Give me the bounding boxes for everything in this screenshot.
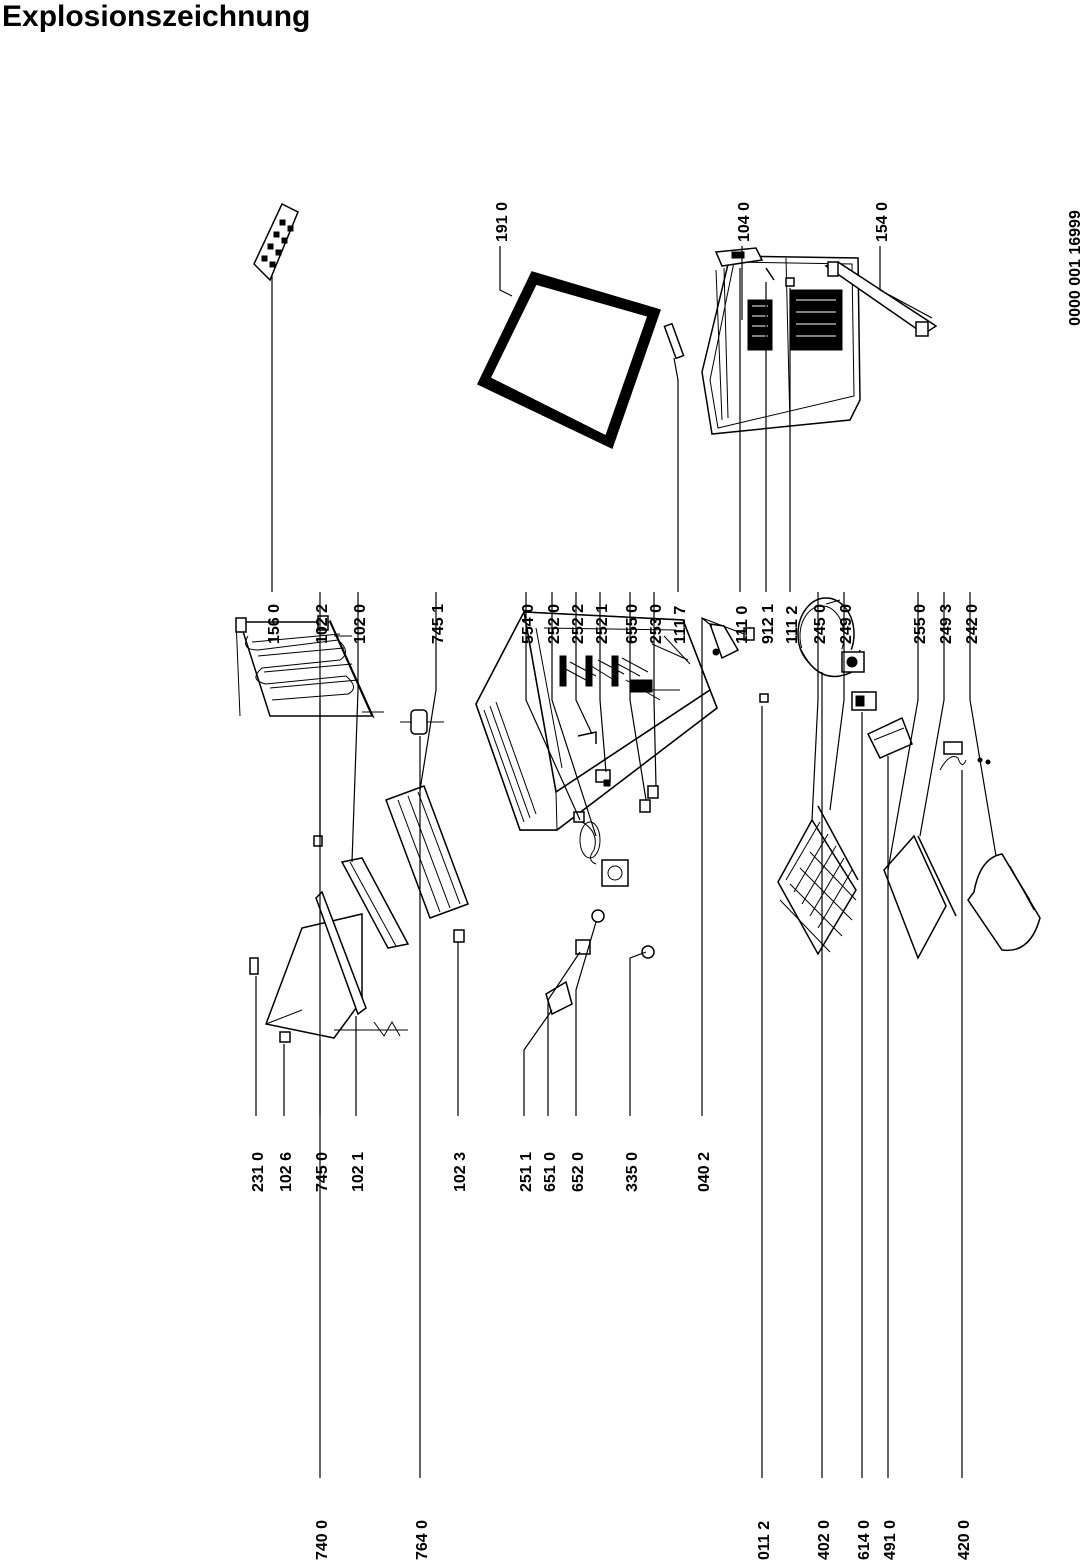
part-label: 102 6	[278, 1152, 295, 1192]
part-label: 764 0	[414, 1520, 431, 1560]
ice-tray-drawing	[253, 202, 299, 282]
part-label: 652 0	[570, 1152, 587, 1192]
evaporator-drawing	[249, 890, 408, 1043]
part-label: 011 2	[756, 1521, 773, 1560]
door-drawing	[701, 255, 861, 435]
hinge-plate-drawing	[714, 247, 795, 287]
power-cable-drawing	[939, 741, 991, 771]
document-number: 0000 001 16999	[1067, 210, 1083, 326]
part-label: 245 0	[812, 604, 829, 644]
leader-lines	[255, 246, 997, 1478]
door-gasket-drawing	[476, 271, 661, 450]
part-label: 191 0	[494, 202, 511, 242]
part-label: 554 0	[520, 604, 537, 644]
part-label: 104 0	[736, 202, 753, 242]
part-label: 249 3	[938, 604, 955, 644]
switch-parts-drawing	[577, 731, 659, 813]
part-label: 111 7	[672, 606, 689, 644]
part-label: 040 2	[696, 1152, 713, 1192]
relay-cover-drawing	[866, 716, 913, 759]
glass-shelf-drawing	[883, 834, 957, 960]
crisper-drawer-drawing	[967, 853, 1041, 952]
part-label: 335 0	[624, 1152, 641, 1192]
part-label: 231 0	[250, 1152, 267, 1192]
door-handle-drawing	[824, 261, 938, 337]
wire-shelf-drawing	[777, 805, 859, 956]
part-label: 740 0	[314, 1520, 331, 1560]
part-label: 111 0	[734, 606, 751, 644]
part-label: 912 1	[760, 604, 777, 644]
part-labels: 740 0 764 0 011 2 402 0 614 0 491 0 420 0 040 2…	[250, 202, 981, 1560]
compressor-drawing	[797, 597, 865, 678]
part-label: 651 0	[542, 1152, 559, 1192]
part-label: 242 0	[964, 604, 981, 644]
part-label: 111 2	[784, 606, 801, 644]
part-label: 252 0	[546, 604, 563, 644]
part-label: 420 0	[956, 1520, 973, 1560]
door-strip-drawing	[663, 322, 685, 360]
part-label: 251 1	[518, 1152, 535, 1192]
part-label: 491 0	[882, 1520, 899, 1560]
part-label: 156 0	[266, 604, 283, 644]
filter-drier-drawing	[400, 709, 444, 735]
condenser-coil-drawing	[235, 615, 384, 719]
part-label: 255 0	[912, 604, 929, 644]
part-label: 102 0	[352, 604, 369, 644]
part-label: 252 1	[594, 604, 611, 644]
part-label: 253 0	[648, 604, 665, 644]
part-label: 154 0	[874, 202, 891, 242]
part-label: 102 3	[452, 1152, 469, 1192]
hinge-parts-drawing	[708, 623, 769, 703]
part-label: 252 2	[570, 604, 587, 644]
part-label: 614 0	[856, 1520, 873, 1560]
part-label: 249 0	[838, 604, 855, 644]
page-title: Explosionszeichnung	[2, 0, 311, 33]
part-label: 745 0	[314, 1152, 331, 1192]
part-label: 102 1	[350, 1152, 367, 1192]
relay-drawing	[851, 691, 877, 711]
part-label: 402 0	[816, 1520, 833, 1560]
part-label: 655 0	[624, 604, 641, 644]
shelf-drawings	[313, 785, 469, 949]
part-label: 745 1	[430, 604, 447, 644]
part-label: 102 2	[314, 604, 331, 644]
thermostat-drawing	[545, 811, 655, 1016]
